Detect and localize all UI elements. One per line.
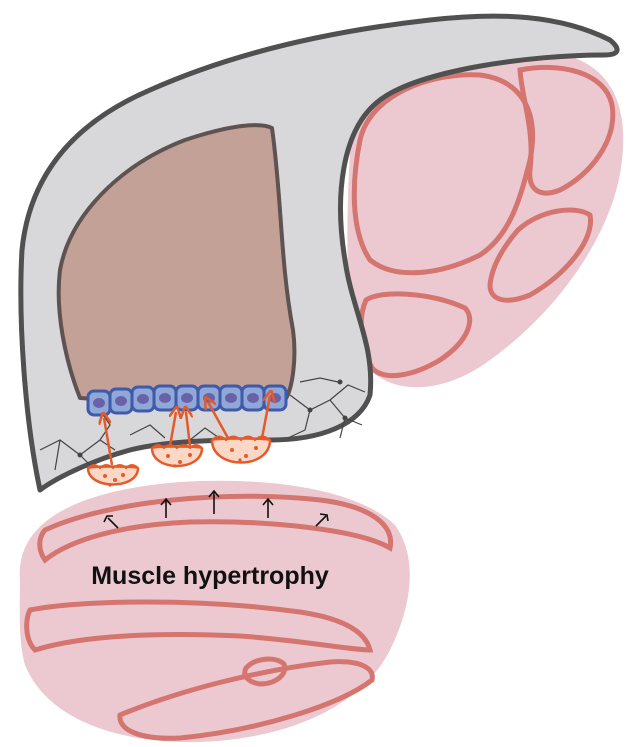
upper-muscle (347, 50, 623, 387)
signal-vesicle (212, 437, 270, 463)
muscle-hypertrophy-label: Muscle hypertrophy (91, 562, 329, 590)
signal-vesicle (88, 465, 138, 487)
lower-muscle (20, 481, 410, 742)
signal-vesicle (152, 445, 202, 468)
